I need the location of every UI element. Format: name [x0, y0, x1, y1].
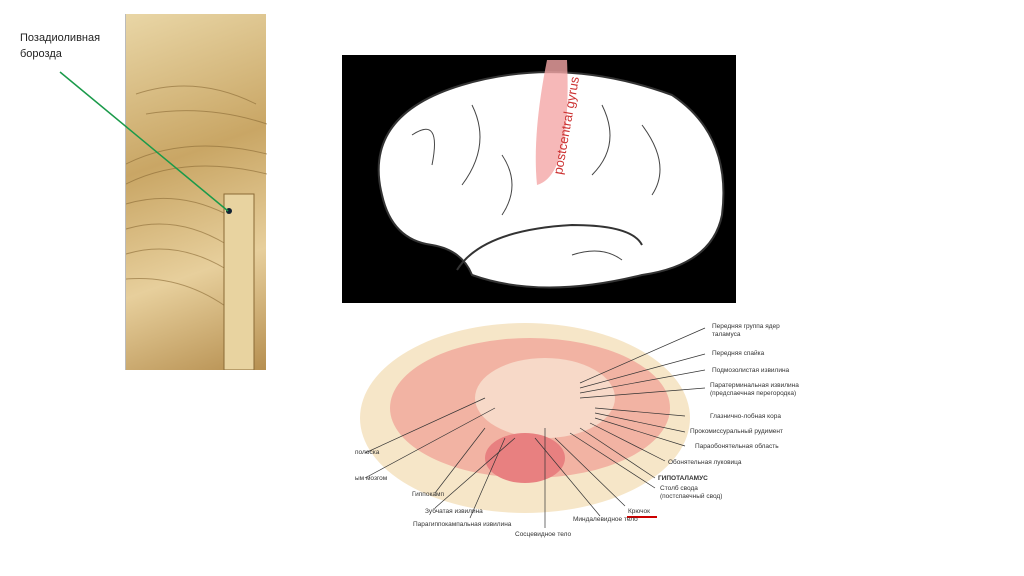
label-anterior-thalamic: Передняя группа ядер таламуса — [712, 323, 780, 338]
label-parahippocampal-gyrus: Парагиппокампальная извилина — [413, 521, 512, 528]
label-olfactory-bulb: Обонятельная луковица — [668, 459, 742, 466]
label-paraterminal-gyrus: Паратерминальная извилина (предспаечная … — [710, 382, 799, 397]
label-hypothalamus: ГИПОТАЛАМУС — [658, 475, 708, 482]
label-fornix-column: Столб свода (постспаечный свод) — [660, 485, 723, 500]
label-subcallosal-gyrus: Подмозолистая извилина — [712, 367, 790, 374]
label-paraolfactory-area: Параобонятельная область — [695, 443, 779, 450]
label-mammillary-body: Сосцевидное тело — [515, 531, 572, 538]
pointer-line — [59, 71, 229, 212]
label-hippocampus: Гиппокамп — [412, 491, 445, 498]
label-orbitofrontal-cortex: Глазнично-лобная кора — [710, 413, 781, 420]
label-brain-fragment: ым мозгом — [355, 475, 388, 482]
label-anterior-commissure: Передняя спайка — [712, 350, 765, 357]
label-stria: полоска — [355, 449, 380, 456]
label-dentate-gyrus: Зубчатая извилина — [425, 508, 483, 515]
label-amygdala: Миндалевидное тело — [573, 516, 638, 523]
label-precommissural-rudiment: Прокомиссуральный рудимент — [690, 428, 783, 435]
brain-drawing: postcentral gyrus — [377, 60, 725, 289]
limbic-system-diagram: Передняя группа ядер таламуса Передняя с… — [355, 318, 815, 543]
brainstem-drawing — [125, 85, 268, 371]
left-label: Позадиоливная борозда — [20, 32, 101, 60]
brainstem-illustration — [125, 14, 268, 371]
limbic-drawing — [360, 323, 706, 528]
brain-lateral-image: postcentral gyrus — [342, 55, 736, 303]
label-uncus: Крючок — [628, 508, 650, 515]
